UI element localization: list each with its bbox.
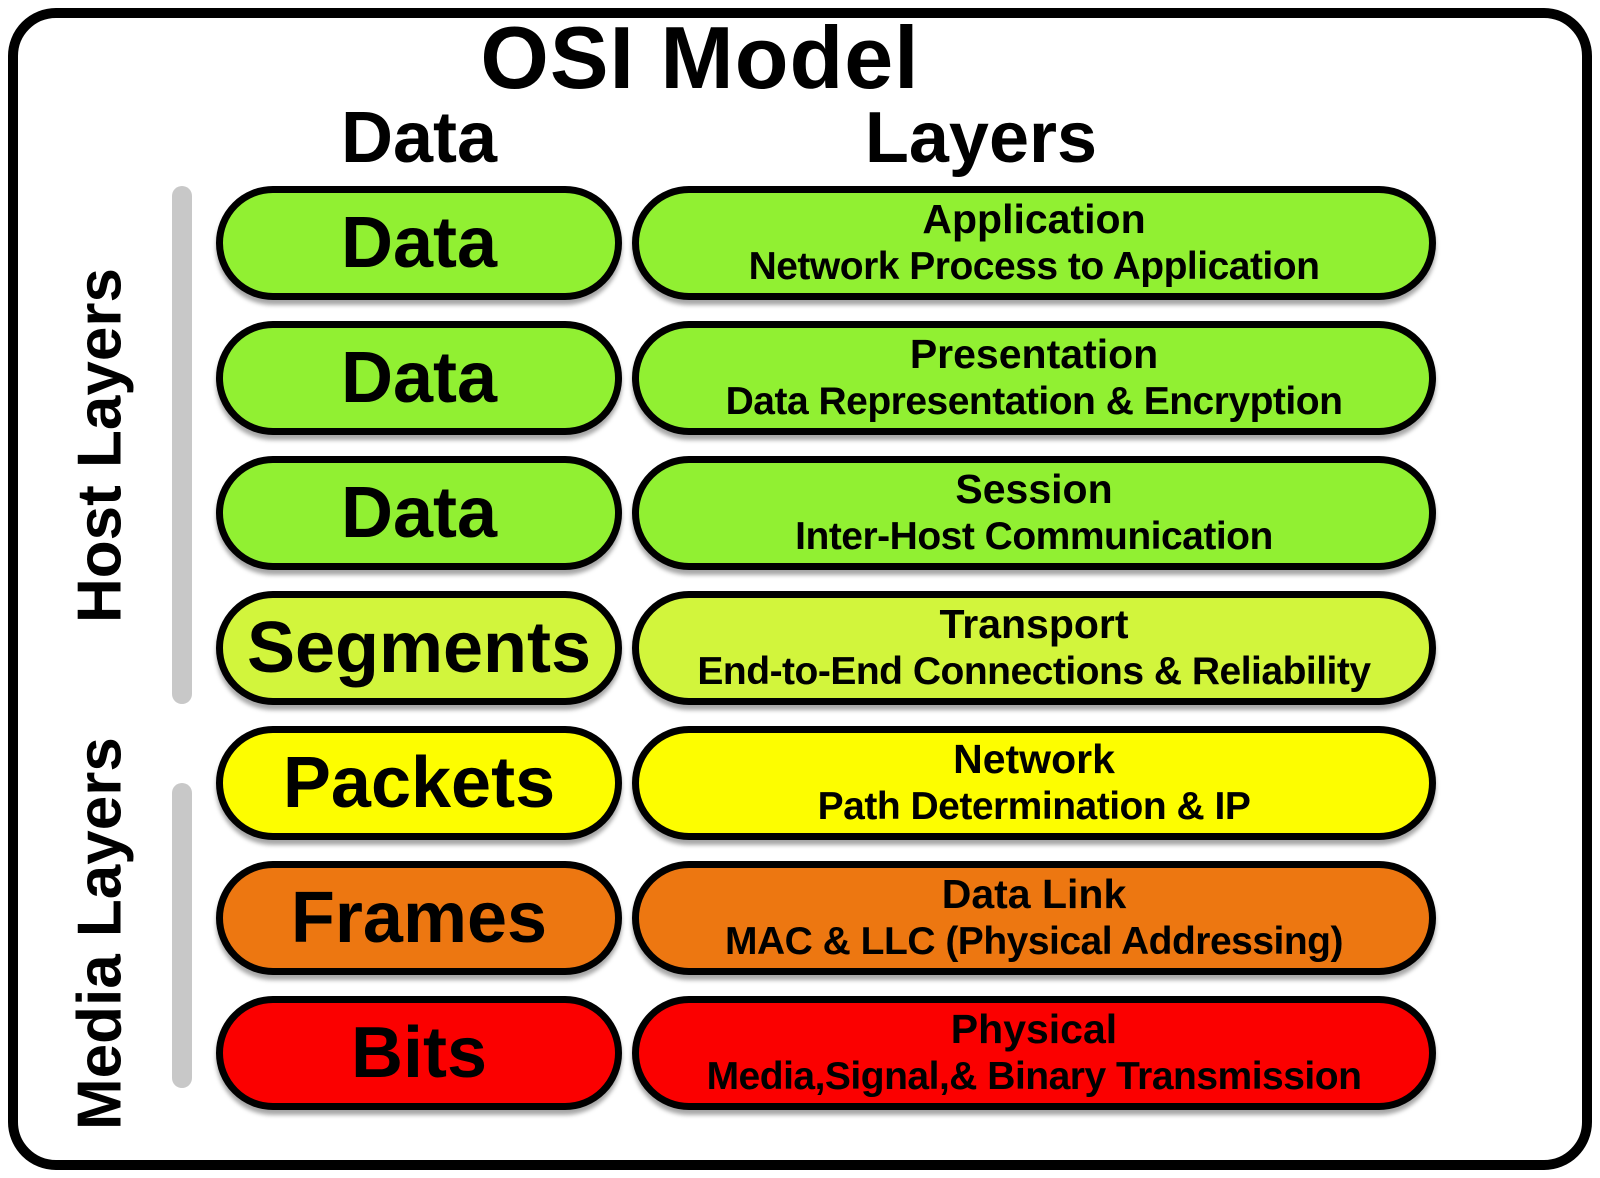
layer-description: Path Determination & IP [817, 785, 1251, 829]
diagram-title: OSI Model [480, 8, 920, 107]
pdu-pill-physical: Bits [216, 996, 622, 1110]
pdu-label: Data [340, 473, 498, 553]
pdu-pill-data-link: Frames [216, 861, 622, 975]
layer-name: Network [953, 736, 1115, 782]
layer-pill-network: Network Path Determination & IP [632, 726, 1436, 840]
layer-description: Network Process to Application [748, 245, 1320, 289]
pdu-label: Data [340, 203, 498, 283]
column-header-data: Data [340, 98, 498, 178]
pdu-pill-transport: Segments [216, 591, 622, 705]
layer-pill-presentation: Presentation Data Representation & Encry… [632, 321, 1436, 435]
layer-description: Data Representation & Encryption [725, 380, 1343, 424]
layer-name: Transport [939, 601, 1129, 647]
row-network: Packets Network Path Determination & IP [216, 726, 1436, 840]
group-label-host-layers: Host Layers [65, 268, 135, 624]
layer-pill-session: Session Inter-Host Communication [632, 456, 1436, 570]
layer-name: Application [922, 196, 1146, 242]
layer-description: Inter-Host Communication [795, 515, 1273, 559]
row-data-link: Frames Data Link MAC & LLC (Physical Add… [216, 861, 1436, 975]
column-header-layers: Layers [864, 98, 1098, 178]
layer-description: End-to-End Connections & Reliability [697, 650, 1371, 694]
layer-name: Presentation [909, 331, 1159, 377]
row-application: Data Application Network Process to Appl… [216, 186, 1436, 300]
pdu-label: Bits [350, 1013, 488, 1093]
layer-pill-transport: Transport End-to-End Connections & Relia… [632, 591, 1436, 705]
pdu-pill-network: Packets [216, 726, 622, 840]
layer-rows: Data Application Network Process to Appl… [216, 186, 1436, 1110]
layer-name: Session [955, 466, 1113, 512]
row-presentation: Data Presentation Data Representation & … [216, 321, 1436, 435]
pdu-label: Packets [282, 743, 556, 823]
media-layers-bracket-bar [172, 783, 192, 1088]
pdu-label: Segments [246, 608, 592, 688]
layer-name: Physical [950, 1006, 1118, 1052]
pdu-label: Frames [290, 878, 548, 958]
layer-description: Media,Signal,& Binary Transmission [706, 1055, 1362, 1099]
pdu-pill-application: Data [216, 186, 622, 300]
group-label-media-layers: Media Layers [65, 737, 135, 1131]
layer-pill-application: Application Network Process to Applicati… [632, 186, 1436, 300]
host-layers-bracket-bar [172, 186, 192, 704]
row-physical: Bits Physical Media,Signal,& Binary Tran… [216, 996, 1436, 1110]
pdu-label: Data [340, 338, 498, 418]
layer-pill-data-link: Data Link MAC & LLC (Physical Addressing… [632, 861, 1436, 975]
layer-pill-physical: Physical Media,Signal,& Binary Transmiss… [632, 996, 1436, 1110]
row-session: Data Session Inter-Host Communication [216, 456, 1436, 570]
pdu-pill-session: Data [216, 456, 622, 570]
row-transport: Segments Transport End-to-End Connection… [216, 591, 1436, 705]
pdu-pill-presentation: Data [216, 321, 622, 435]
layer-name: Data Link [941, 871, 1127, 917]
layer-description: MAC & LLC (Physical Addressing) [725, 920, 1343, 964]
